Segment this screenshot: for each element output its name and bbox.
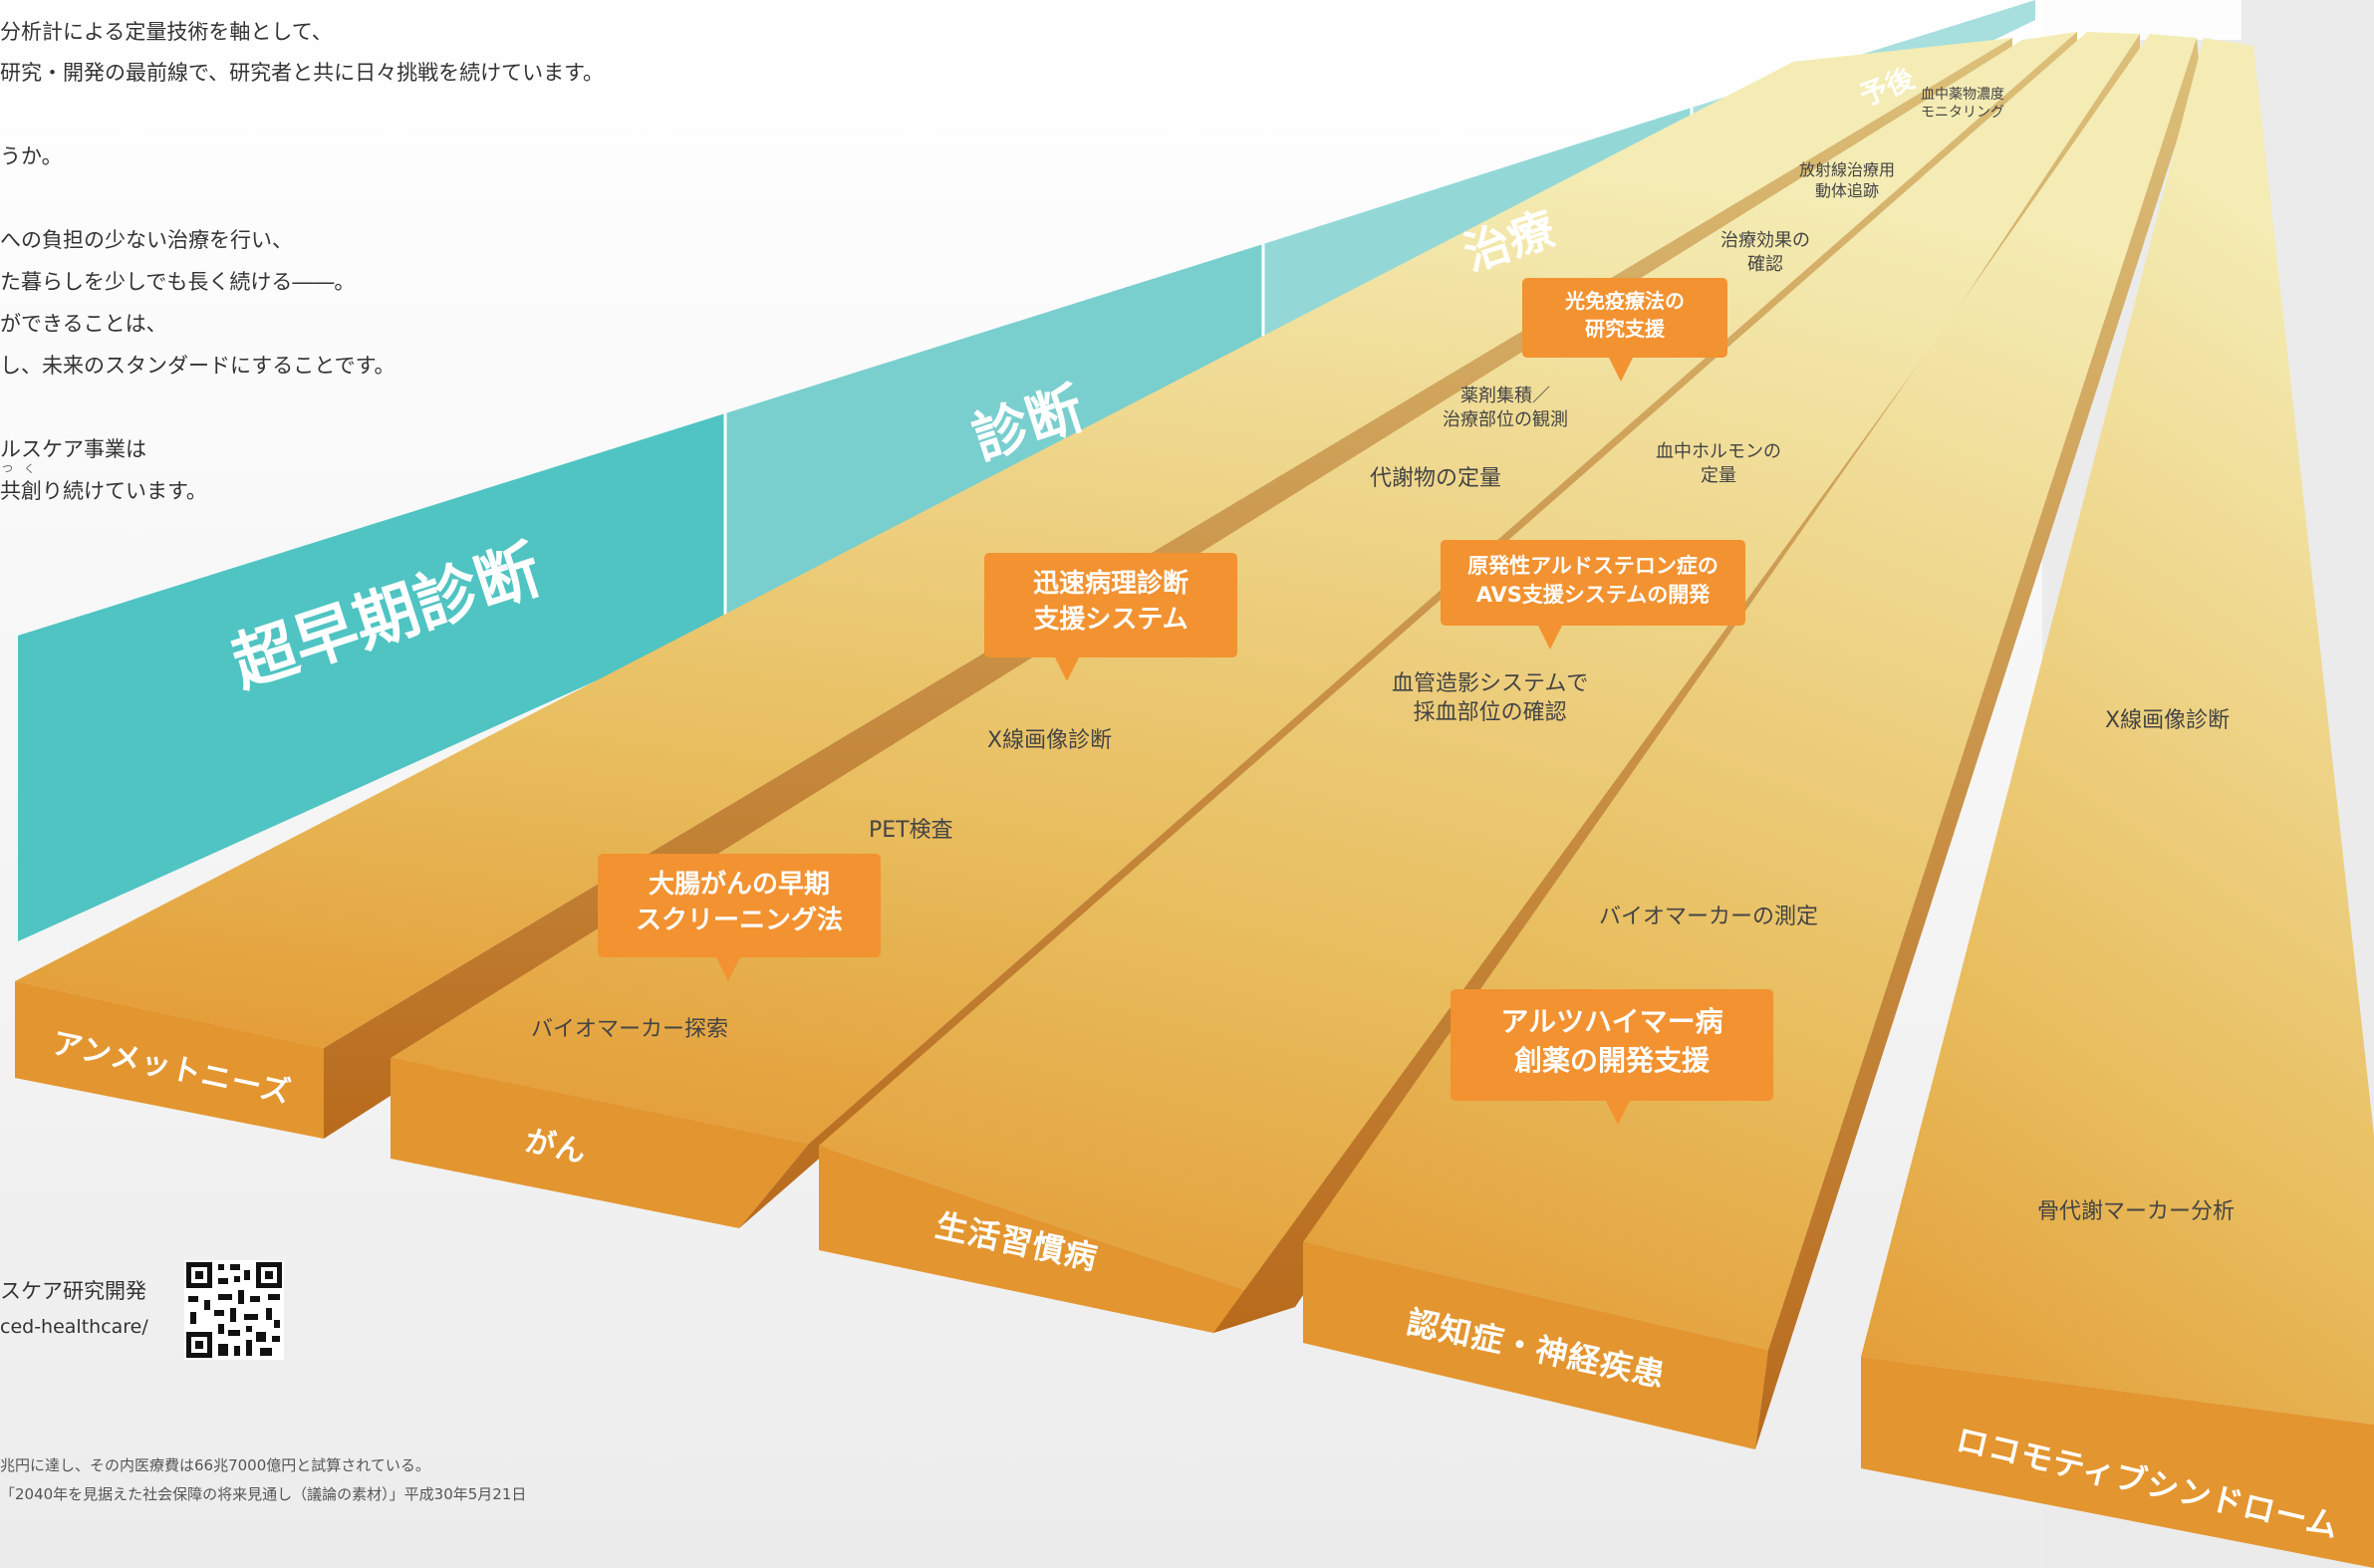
intro-ruby: つ く — [2, 462, 35, 475]
intro-line-5: た暮らしを少しでも長く続ける――。 — [0, 270, 356, 294]
label-biomarker-measure: バイオマーカーの測定 — [1599, 905, 1819, 929]
callout-colorectal-screening: 大腸がんの早期 スクリーニング法 — [598, 854, 881, 981]
callout-photoimmunotherapy: 光免疫療法の 研究支援 — [1522, 278, 1727, 382]
intro-line-8: ルスケア事業は — [0, 437, 146, 461]
intro-line-1: 分析計による定量技術を軸として、 — [0, 20, 333, 44]
intro-line-4: への負担の少ない治療を行い、 — [0, 228, 293, 252]
intro-line-9: 共創り続けています。 — [0, 479, 207, 503]
label-treatment-effect: 治療効果の 確認 — [1720, 230, 1810, 275]
label-bone-metabolism: 骨代謝マーカー分析 — [2037, 1199, 2236, 1224]
intro-line-3: うか。 — [0, 144, 63, 168]
intro-line-6: ができることは、 — [0, 312, 167, 336]
label-xray-diagnosis-cancer: X線画像診断 — [987, 728, 1113, 753]
label-drug-accumulation: 薬剤集積／ 治療部位の観測 — [1443, 386, 1568, 430]
band-lifestyle — [819, 32, 2140, 1333]
footnote-1: 兆円に達し、その内医療費は66兆7000億円と試算されている。 — [0, 1456, 430, 1474]
qr-code — [184, 1260, 284, 1360]
qr-url[interactable]: ced-healthcare/ — [0, 1316, 148, 1338]
label-blood-hormone: 血中ホルモンの 定量 — [1656, 441, 1781, 486]
label-xray-diagnosis-locomotive: X線画像診断 — [2105, 708, 2231, 733]
callout-rapid-pathology: 迅速病理診断 支援システム — [984, 553, 1237, 681]
label-pet-exam: PET検査 — [869, 818, 953, 843]
band-locomotive — [1861, 38, 2374, 1568]
footnote-2: 「2040年を見据えた社会保障の将来見通し（議論の素材）」平成30年5月21日 — [0, 1485, 527, 1503]
label-biomarker-search: バイオマーカー探索 — [531, 1017, 729, 1042]
callout-avs-support: 原発性アルドステロン症の AVS支援システムの開発 — [1441, 540, 1745, 650]
label-radiation-tracking: 放射線治療用 動体追跡 — [1799, 160, 1896, 201]
label-metabolite-quant: 代謝物の定量 — [1370, 466, 1502, 491]
intro-line-2: 研究・開発の最前線で、研究者と共に日々挑戦を続けています。 — [0, 61, 605, 85]
intro-line-7: し、未来のスタンダードにすることです。 — [0, 354, 396, 378]
label-blood-drug-monitoring: 血中薬物濃度 モニタリング — [1921, 87, 2004, 122]
callout-alzheimer-drug: アルツハイマー病 創薬の開発支援 — [1451, 989, 1773, 1125]
qr-caption: スケア研究開発 — [0, 1279, 146, 1303]
label-angiography: 血管造影システムで 採血部位の確認 — [1392, 671, 1589, 726]
